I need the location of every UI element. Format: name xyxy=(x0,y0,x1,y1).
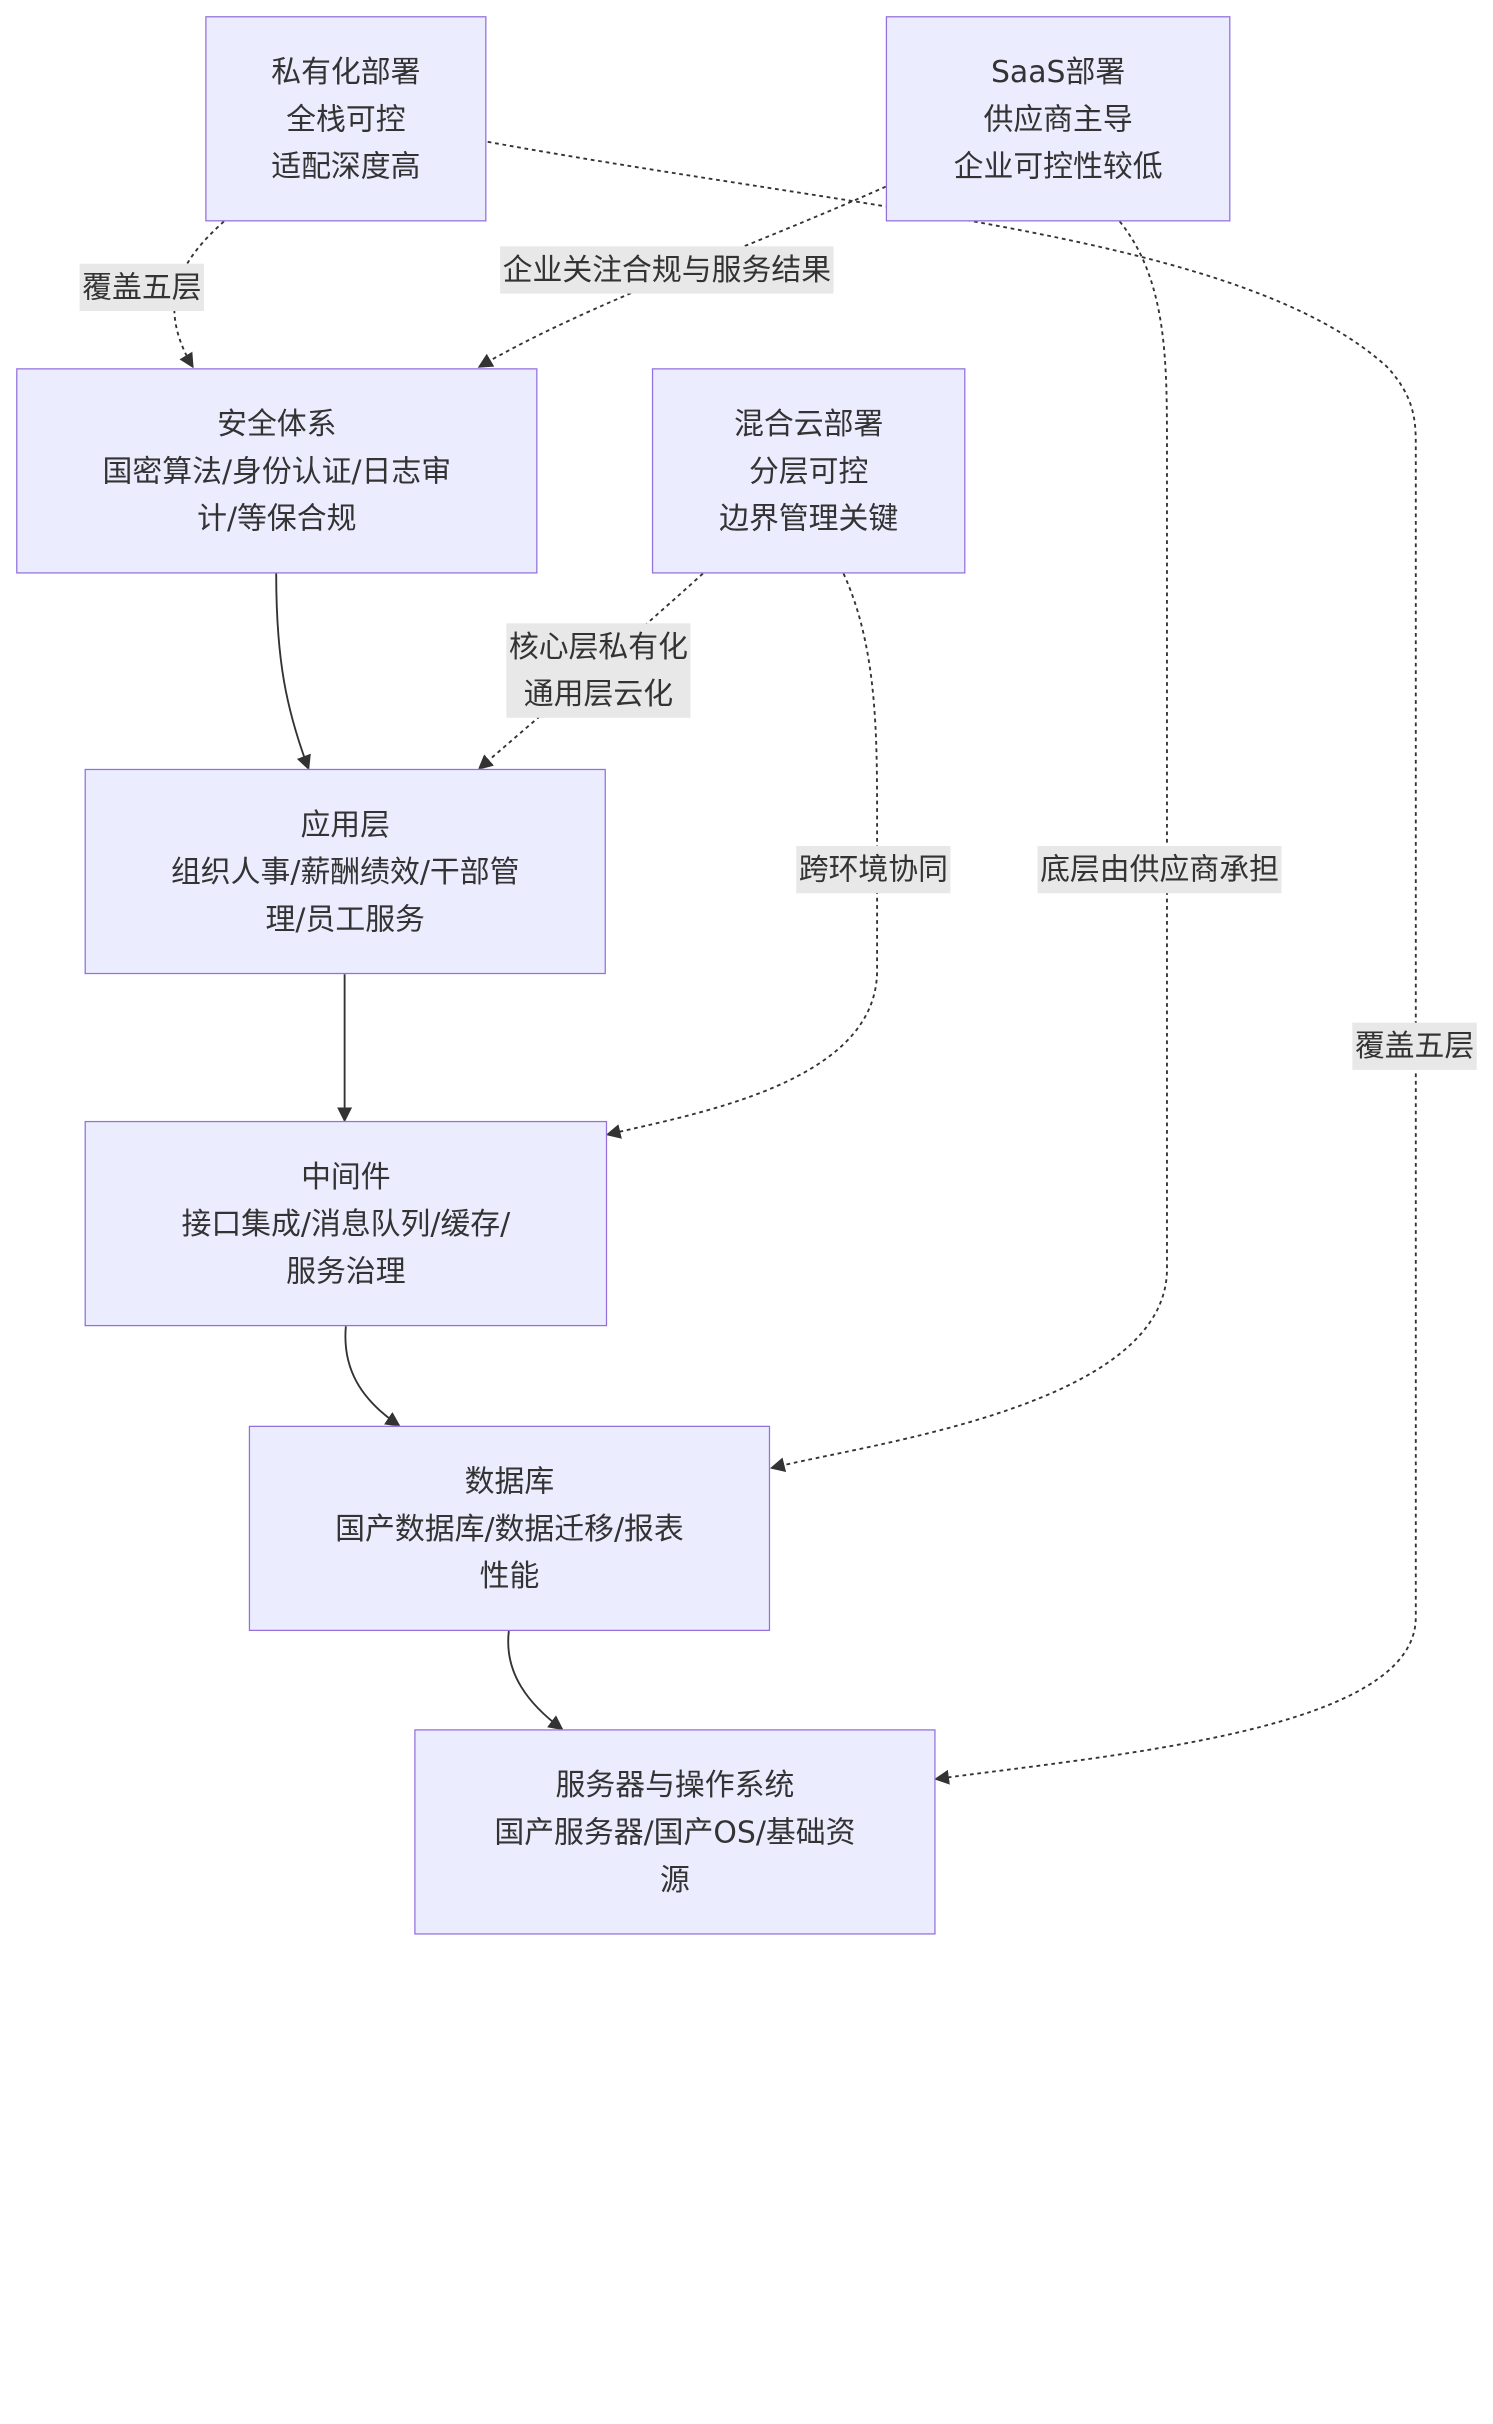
node-line: 国密算法/身份认证/日志审 xyxy=(102,453,452,489)
node-line: 分层可控 xyxy=(748,453,869,489)
node-saas-deployment: SaaS部署 供应商主导 企业可控性较低 xyxy=(885,16,1231,222)
node-line: 混合云部署 xyxy=(734,406,884,442)
node-line: 中间件 xyxy=(301,1158,391,1194)
node-line: 私有化部署 xyxy=(271,54,421,89)
edge-label-saas-to-database: 底层由供应商承担 xyxy=(1037,845,1282,894)
node-line: 全栈可控 xyxy=(286,101,406,137)
node-line: 组织人事/薪酬绩效/干部管 xyxy=(170,854,520,889)
edge-hybrid-to-middleware xyxy=(605,573,879,1139)
label-line: 通用层云化 xyxy=(523,676,674,712)
label-line: 跨环境协同 xyxy=(798,852,949,888)
node-line: 理/员工服务 xyxy=(265,901,425,937)
edge-label-hybrid-to-middleware: 跨环境协同 xyxy=(796,845,951,894)
node-line: 企业可控性较低 xyxy=(953,148,1163,184)
node-line: 源 xyxy=(659,1861,690,1897)
node-line: 国产数据库/数据迁移/报表 xyxy=(335,1510,684,1546)
node-line: 应用层 xyxy=(300,806,391,842)
edge-saas-to-database xyxy=(769,220,1168,1473)
edge-middleware-to-database xyxy=(344,1326,401,1427)
label-line: 企业关注合规与服务结果 xyxy=(502,252,832,288)
edge-security-to-app xyxy=(275,573,311,771)
edge-label-hybrid-to-app: 核心层私有化 通用层云化 xyxy=(506,623,691,718)
node-line: 供应商主导 xyxy=(983,101,1133,137)
node-line: 边界管理关键 xyxy=(719,500,899,536)
node-line: 性能 xyxy=(479,1558,540,1594)
node-line: 服务治理 xyxy=(286,1253,406,1289)
node-middleware: 中间件 接口集成/消息队列/缓存/ 服务治理 xyxy=(84,1120,608,1327)
edge-database-to-server xyxy=(507,1630,564,1731)
node-line: 计/等保合规 xyxy=(197,500,357,536)
node-line: 国产服务器/国产OS/基础资 xyxy=(494,1814,856,1850)
label-line: 核心层私有化 xyxy=(508,629,688,665)
node-line: 数据库 xyxy=(464,1463,555,1499)
node-line: 适配深度高 xyxy=(271,148,421,184)
label-line: 底层由供应商承担 xyxy=(1040,852,1279,888)
node-line: 服务器与操作系统 xyxy=(555,1767,795,1803)
node-server-os: 服务器与操作系统 国产服务器/国产OS/基础资 源 xyxy=(414,1729,936,1935)
edge-label-saas-to-security: 企业关注合规与服务结果 xyxy=(500,246,834,294)
node-security-system: 安全体系 国密算法/身份认证/日志审 计/等保合规 xyxy=(16,368,538,574)
node-line: 安全体系 xyxy=(217,406,337,442)
label-line: 覆盖五层 xyxy=(82,269,202,305)
label-line: 覆盖五层 xyxy=(1354,1028,1475,1064)
node-database: 数据库 国产数据库/数据迁移/报表 性能 xyxy=(248,1425,771,1632)
node-private-deployment: 私有化部署 全栈可控 适配深度高 xyxy=(205,16,487,222)
node-application-layer: 应用层 组织人事/薪酬绩效/干部管 理/员工服务 xyxy=(84,768,606,975)
edge-label-private-to-security: 覆盖五层 xyxy=(79,263,205,312)
node-line: 接口集成/消息队列/缓存/ xyxy=(181,1206,511,1241)
node-line: SaaS部署 xyxy=(990,54,1126,89)
edge-label-private-to-server: 覆盖五层 xyxy=(1352,1022,1477,1070)
node-hybrid-cloud: 混合云部署 分层可控 边界管理关键 xyxy=(651,368,966,574)
